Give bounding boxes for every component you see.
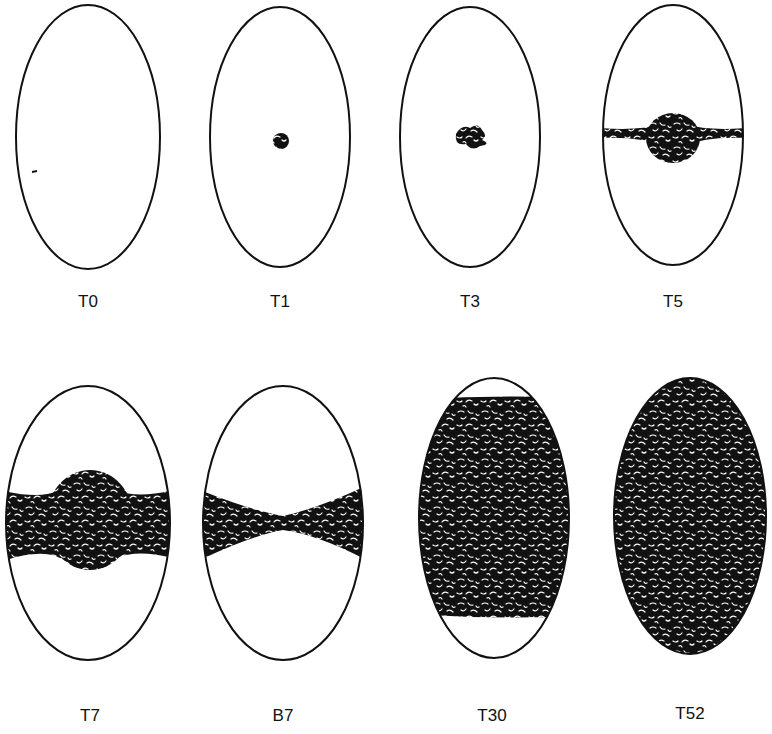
stage-label: T30 (477, 706, 506, 726)
stage-label: T5 (663, 292, 683, 312)
seed-b7 (200, 386, 370, 660)
seed-t1 (210, 7, 350, 267)
seed-t52 (614, 378, 766, 654)
stage-label: B7 (273, 706, 294, 726)
stage-label: T1 (270, 292, 290, 312)
seed-t7 (0, 386, 180, 660)
seed-t5 (600, 5, 746, 265)
seed-t30 (410, 378, 580, 658)
stage-label: T3 (460, 292, 480, 312)
stage-label: T0 (78, 292, 98, 312)
stage-label: T52 (675, 704, 704, 724)
stage-label: T7 (80, 706, 100, 726)
seed-t3 (400, 7, 540, 267)
seed-t0 (16, 5, 160, 269)
